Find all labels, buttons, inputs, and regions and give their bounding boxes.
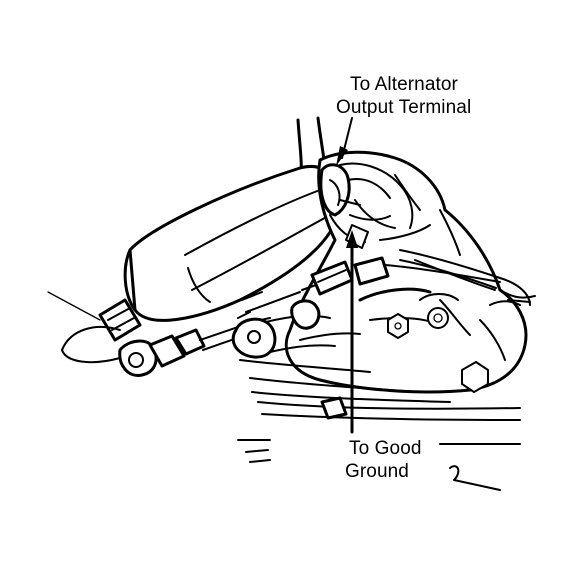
left-connector bbox=[47, 291, 206, 377]
lower-bracket bbox=[231, 291, 521, 421]
ground-leader-arrow bbox=[346, 230, 358, 434]
alternator-leader-arrow bbox=[336, 117, 353, 166]
alternator-callout-line2: Output Terminal bbox=[336, 97, 472, 118]
middle-clip-connector bbox=[298, 256, 390, 327]
alternator-callout-line1: To Alternator bbox=[350, 74, 458, 95]
ground-callout-line1: To Good bbox=[349, 438, 422, 459]
ground-callout-line2: Ground bbox=[345, 461, 409, 482]
output-terminal bbox=[319, 163, 391, 249]
ground-dashes bbox=[237, 439, 521, 491]
alternator-body bbox=[284, 150, 536, 394]
